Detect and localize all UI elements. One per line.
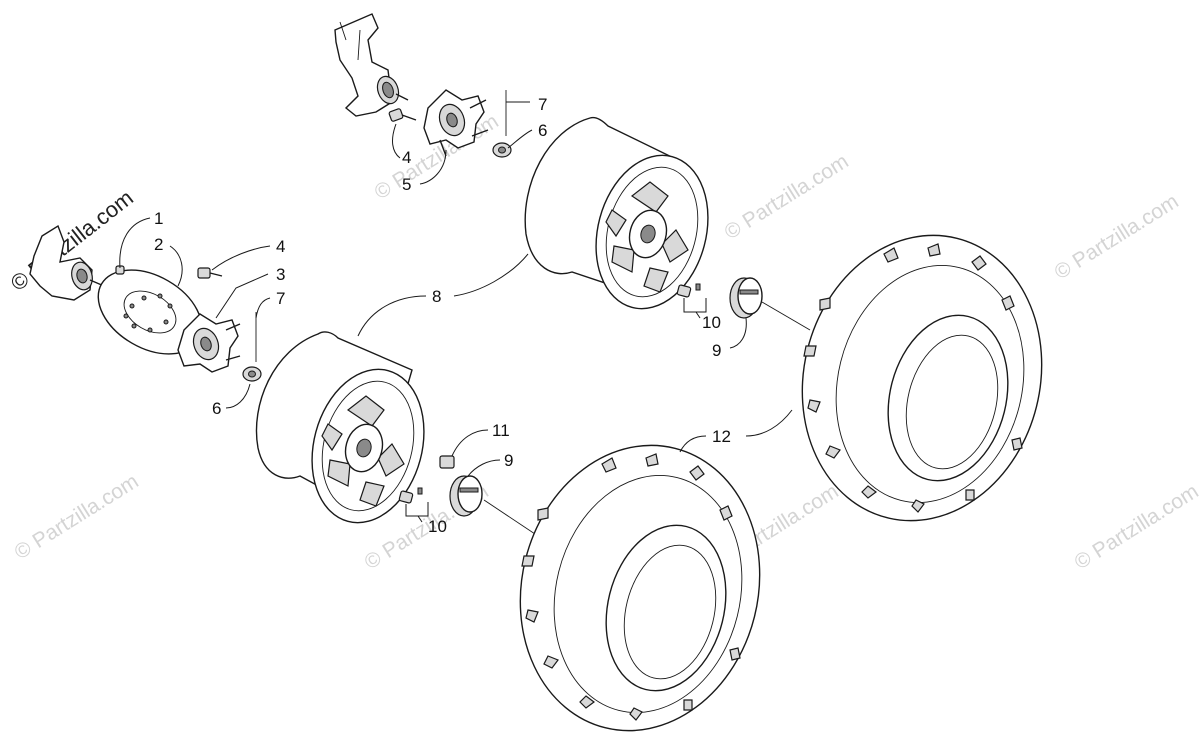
callout-1: 1 xyxy=(154,209,163,228)
leader-lines xyxy=(119,101,793,523)
callout-7-left: 7 xyxy=(276,289,285,308)
valve-stem-rear xyxy=(676,283,701,298)
callout-5: 5 xyxy=(402,175,411,194)
front-hub xyxy=(177,313,241,373)
axis-line-rear xyxy=(761,301,811,331)
watermark-faded: © Partzilla.com xyxy=(1070,480,1200,574)
hub-cap-rear xyxy=(729,277,763,319)
hub-cap-front xyxy=(449,475,483,517)
callout-7-top: 7 xyxy=(538,95,547,114)
valve-stem-front xyxy=(398,487,423,504)
rear-knuckle-assembly xyxy=(334,13,409,117)
callout-8: 8 xyxy=(432,287,441,306)
callout-9-rear: 9 xyxy=(712,341,721,360)
front-hub-nut xyxy=(242,366,262,382)
callouts: 7 6 4 5 1 2 4 3 7 6 8 10 9 11 9 10 12 xyxy=(154,95,731,536)
lug-nut xyxy=(439,455,455,469)
rear-hub-nut xyxy=(492,142,512,158)
front-knuckle-assembly xyxy=(29,224,105,301)
callout-10-rear: 10 xyxy=(702,313,721,332)
callout-4-top: 4 xyxy=(402,148,411,167)
watermark-faded: © Partzilla.com xyxy=(10,470,142,564)
callout-6-left: 6 xyxy=(212,399,221,418)
callout-6-top: 6 xyxy=(538,121,547,140)
brake-disc xyxy=(97,269,203,355)
callout-4-left: 4 xyxy=(276,237,285,256)
callout-9-front: 9 xyxy=(504,451,513,470)
rim-front xyxy=(255,331,425,524)
tire-rear xyxy=(801,234,1043,522)
front-hub-bolt xyxy=(197,267,223,279)
tire-front xyxy=(519,444,761,732)
callout-2: 2 xyxy=(154,235,163,254)
callout-11: 11 xyxy=(492,421,510,440)
watermark-faded: © Partzilla.com xyxy=(1050,190,1182,284)
rear-hub xyxy=(423,89,489,157)
callout-3: 3 xyxy=(276,265,285,284)
rear-hub-bolt xyxy=(388,108,417,122)
rim-rear xyxy=(524,116,709,310)
watermark-faded: © Partzilla.com xyxy=(720,150,852,244)
callout-12: 12 xyxy=(712,427,731,446)
callout-10-front: 10 xyxy=(428,517,447,536)
